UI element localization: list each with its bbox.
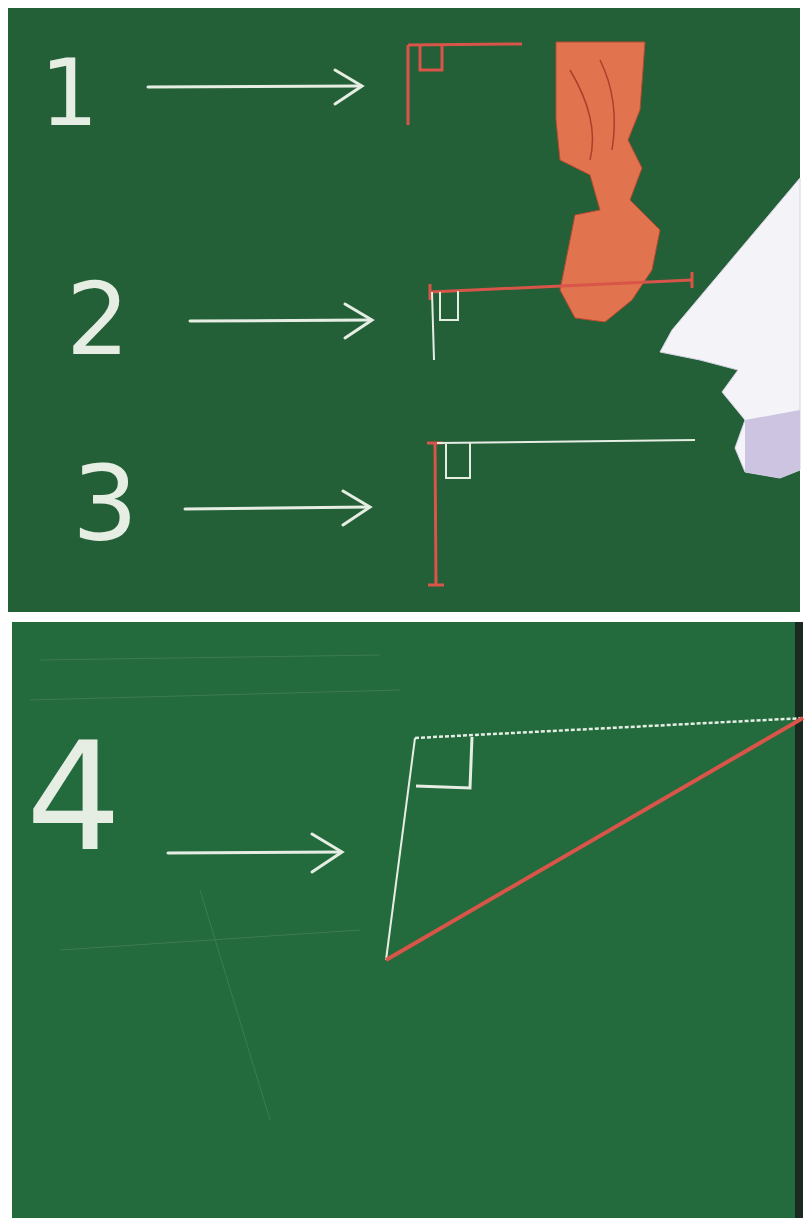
paper-cutout <box>556 42 660 322</box>
callout-number: 4 <box>26 722 121 872</box>
right-angle-figure <box>430 272 692 360</box>
right-triangle <box>386 718 805 960</box>
callout-number: 3 <box>72 452 138 556</box>
chalkboard <box>12 622 800 1218</box>
board-shade <box>8 8 800 612</box>
callout-number: 2 <box>66 270 130 370</box>
board-edge <box>795 622 803 1218</box>
chalk-arrows <box>148 70 372 872</box>
right-angle-figure <box>427 440 695 585</box>
callout-number: 1 <box>40 48 99 140</box>
right-angle-figure <box>408 44 522 125</box>
paper-fold <box>745 410 800 478</box>
cutout-marks <box>570 60 614 160</box>
chalkboard <box>8 8 800 612</box>
paper-sheet <box>660 178 800 478</box>
